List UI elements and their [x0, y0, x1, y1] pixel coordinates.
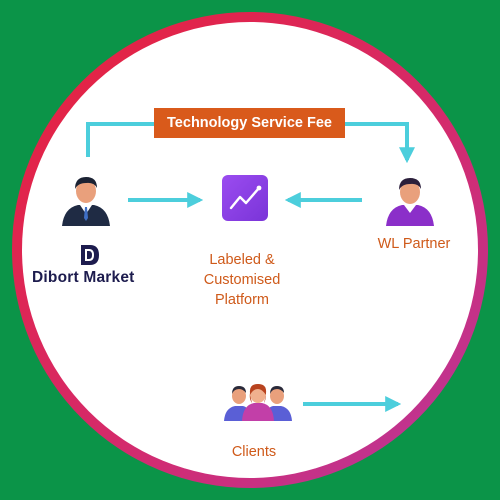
platform-label-line-2: Customised	[203, 272, 281, 288]
platform-label: Labeled & Customised Platform	[180, 250, 304, 310]
clients-group-icon	[224, 384, 292, 421]
businessman-icon	[62, 177, 110, 226]
dibort-logo-icon	[81, 245, 99, 265]
inner-circle	[22, 22, 478, 478]
fee-flow-arrow	[86, 122, 154, 157]
wl-partner-label: WL Partner	[377, 236, 451, 252]
technology-service-fee-box: Technology Service Fee	[154, 108, 345, 138]
platform-label-line-3: Platform	[215, 292, 269, 308]
fee-label: Technology Service Fee	[167, 115, 332, 131]
fee-flow-arrow-right	[345, 122, 415, 164]
partner-person-icon	[386, 178, 434, 226]
platform-label-line-1: Labeled &	[209, 252, 275, 268]
brand-name: Dibort Market	[32, 269, 135, 286]
trend-chart-app-icon	[222, 175, 268, 221]
clients-label: Clients	[231, 444, 277, 460]
dibort-market-brand: Dibort Market	[32, 243, 152, 291]
